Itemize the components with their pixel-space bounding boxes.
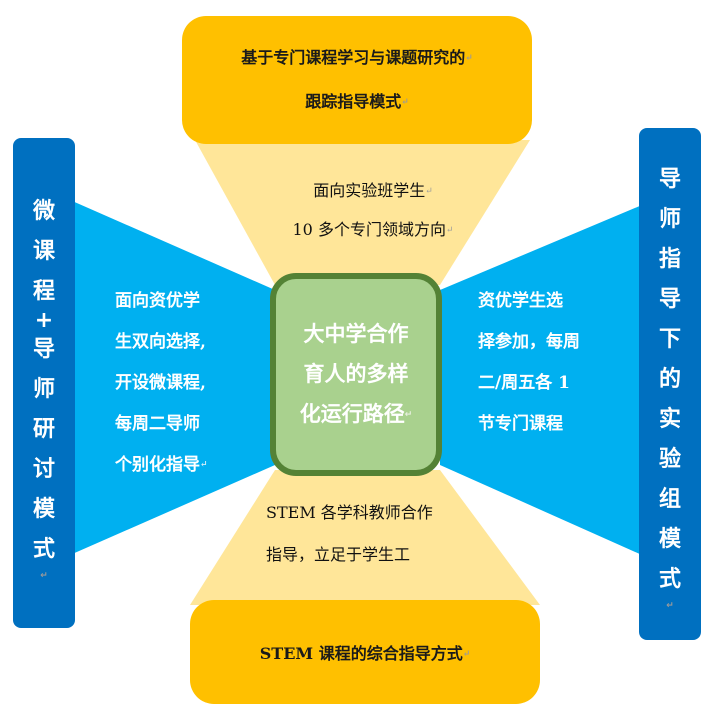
paragraph-mark-icon: ↵ [465,53,473,63]
right-mode-char: 组 [658,487,681,512]
right-mode-char: 导 [658,167,681,192]
right-mode-char: 模 [658,527,681,552]
left-fan-shape [70,200,275,555]
left-mode-char: 研 [32,417,55,442]
right-fan-line: 节专门课程 [478,414,563,434]
left-mode-char: + [34,308,54,333]
left-mode-char: 师 [32,377,55,402]
top-fan-line1: 面向实验班学生 [313,181,426,200]
paragraph-mark-icon: ↵ [666,601,674,611]
right-mode-text: 导 师 指 导 下 的 实 验 组 模 式 ↵ [639,160,701,612]
right-fan-shape [440,205,642,555]
left-fan-line: 生双向选择, [115,332,206,352]
center-line2: 育人的多样 [303,362,409,386]
center-line3: 化运行路径 [299,402,405,426]
paragraph-mark-icon: ↵ [425,186,433,197]
top-fan-line2: 10 多个专门领域方向 [292,219,446,239]
left-mode-char: 式 [32,537,55,562]
right-mode-char: 验 [658,447,681,472]
bottom-fan-text: STEM 各学科教师合作 指导，立足于学生工 [266,492,466,576]
bottom-mode-label: STEM 课程的综合指导方式 [259,644,463,663]
bottom-mode-box: STEM 课程的综合指导方式↵ [190,600,540,704]
top-mode-line2: 跟踪指导模式 [305,92,402,111]
top-fan-text: 面向实验班学生↵ 10 多个专门领域方向↵ [268,172,478,249]
paragraph-mark-icon: ↵ [401,97,409,108]
paragraph-mark-icon: ↵ [445,225,454,235]
right-mode-char: 师 [658,207,681,232]
right-fan-line: 择参加，每周 [478,332,580,352]
left-mode-char: 课 [32,239,55,264]
left-mode-text: 微 课 程 + 导 师 研 讨 模 式 ↵ [13,192,75,582]
left-fan-line: 个别化指导 [115,455,200,475]
left-mode-box: 微 课 程 + 导 师 研 讨 模 式 ↵ [13,138,75,628]
top-mode-line1: 基于专门课程学习与课题研究的 [241,47,466,67]
left-mode-char: 讨 [32,457,55,482]
top-fan-shape [195,140,530,285]
left-mode-char: 导 [32,337,55,362]
left-fan-line: 面向资优学 [115,291,200,311]
paragraph-mark-icon: ↵ [40,571,48,581]
top-mode-box: 基于专门课程学习与课题研究的↵ 跟踪指导模式↵ [182,16,532,144]
bottom-fan-line1: STEM 各学科教师合作 [266,503,433,522]
bottom-fan-shape [190,470,540,605]
right-mode-char: 导 [658,287,681,312]
left-mode-char: 微 [32,199,55,224]
right-mode-box: 导 师 指 导 下 的 实 验 组 模 式 ↵ [639,128,701,640]
center-line1: 大中学合作 [303,322,409,346]
right-fan-line: 资优学生选 [478,291,563,311]
right-fan-line: 二/周五各 1 [478,373,570,393]
right-mode-char: 指 [658,247,681,272]
paragraph-mark-icon: ↵ [462,649,471,660]
left-fan-line: 每周二导师 [115,414,200,434]
right-mode-char: 式 [658,567,681,592]
right-fan-text: 资优学生选 择参加，每周 二/周五各 1 节专门课程 [478,281,618,445]
paragraph-mark-icon: ↵ [200,460,208,470]
right-mode-char: 的 [658,367,681,392]
right-mode-char: 实 [658,407,681,432]
right-mode-char: 下 [658,327,681,352]
bottom-fan-line2: 指导，立足于学生工 [266,545,411,564]
left-mode-char: 程 [32,279,55,304]
left-fan-text: 面向资优学 生双向选择, 开设微课程, 每周二导师 个别化指导↵ [115,281,255,486]
center-core-box: 大中学合作 育人的多样 化运行路径↵ [270,273,442,476]
paragraph-mark-icon: ↵ [404,410,413,420]
left-fan-line: 开设微课程, [115,373,206,393]
left-mode-char: 模 [32,497,55,522]
